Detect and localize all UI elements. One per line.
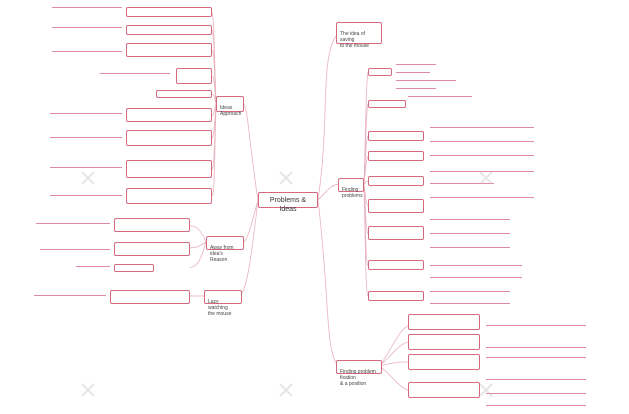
leaf-line: [396, 60, 436, 65]
leaf-line: [430, 134, 534, 142]
leaf-line: [76, 262, 110, 267]
leaf-line: [486, 318, 586, 326]
sub-node[interactable]: [114, 218, 190, 232]
leaf-line: [50, 182, 122, 196]
x-logo-icon: [279, 171, 293, 185]
sub-node[interactable]: [368, 68, 392, 76]
sub-node[interactable]: [126, 160, 212, 178]
leaf-line: [52, 2, 122, 8]
sub-node[interactable]: [368, 176, 424, 186]
leaf-line: [396, 84, 436, 89]
sub-node[interactable]: [176, 68, 212, 84]
leaf-line: [430, 296, 510, 304]
sub-node[interactable]: [368, 291, 424, 301]
sub-node[interactable]: [368, 100, 406, 108]
x-logo-icon: [81, 171, 95, 185]
sub-node[interactable]: [114, 264, 154, 272]
leaf-line: [40, 238, 110, 250]
root-node[interactable]: Problems & Ideas: [258, 192, 318, 213]
sub-node[interactable]: [126, 7, 212, 17]
x-logo-icon: [479, 171, 493, 185]
sub-node[interactable]: [368, 131, 424, 141]
branch-ideas-approach-label: Ideas Approach: [220, 105, 242, 117]
sub-node[interactable]: [408, 354, 480, 370]
leaf-line: [50, 124, 122, 138]
sub-node[interactable]: [368, 199, 424, 213]
branch-away-reason[interactable]: Away from idea's Reason: [206, 236, 244, 263]
sub-node[interactable]: [408, 334, 480, 350]
branch-finding-problems-label: Finding problems: [342, 187, 363, 199]
sub-node[interactable]: [126, 188, 212, 204]
root-label: Problems & Ideas: [269, 197, 307, 213]
leaf-line: [52, 40, 122, 52]
sub-node[interactable]: [368, 260, 424, 270]
branch-away-reason-label: Away from idea's Reason: [210, 245, 234, 263]
leaf-line: [486, 398, 586, 406]
leaf-line: [486, 372, 586, 380]
x-logo-icon: [479, 383, 493, 397]
leaf-line: [430, 178, 494, 184]
leaf-line: [408, 92, 472, 97]
leaf-line: [34, 282, 106, 296]
sub-node[interactable]: [156, 90, 212, 98]
leaf-line: [486, 350, 586, 358]
leaf-line: [36, 212, 110, 224]
branch-saving-mouse[interactable]: The idea of saving to the mouse: [336, 22, 382, 49]
leaf-line: [486, 386, 586, 394]
leaf-line: [430, 118, 534, 128]
sub-node[interactable]: [114, 242, 190, 256]
leaf-line: [100, 66, 170, 74]
leaf-line: [486, 340, 586, 348]
branch-problem-fixation[interactable]: Finding problem fixation & a position: [336, 360, 382, 387]
leaf-line: [396, 68, 430, 73]
leaf-line: [52, 20, 122, 28]
branch-problem-fixation-label: Finding problem fixation & a position: [340, 369, 376, 387]
sub-node[interactable]: [110, 290, 190, 304]
leaf-line: [430, 212, 510, 220]
branch-lazy-watching-label: Lazy watching the mouse: [208, 299, 232, 317]
leaf-line: [430, 190, 534, 198]
x-logo-icon: [279, 383, 293, 397]
leaf-line: [430, 240, 510, 248]
sub-node[interactable]: [368, 151, 424, 161]
leaf-line: [50, 102, 122, 114]
sub-node[interactable]: [126, 130, 212, 146]
sub-node[interactable]: [368, 226, 424, 240]
sub-node[interactable]: [408, 314, 480, 330]
leaf-line: [430, 148, 534, 156]
sub-node[interactable]: [408, 382, 480, 398]
sub-node[interactable]: [126, 108, 212, 122]
leaf-line: [430, 226, 510, 234]
branch-ideas-approach[interactable]: Ideas Approach: [216, 96, 244, 117]
leaf-line: [396, 76, 456, 81]
sub-node[interactable]: [126, 25, 212, 35]
x-logo-icon: [81, 383, 95, 397]
sub-node[interactable]: [126, 43, 212, 57]
leaf-line: [430, 258, 522, 266]
leaf-line: [50, 154, 122, 168]
branch-finding-problems[interactable]: Finding problems: [338, 178, 364, 199]
branch-lazy-watching[interactable]: Lazy watching the mouse: [204, 290, 242, 317]
leaf-line: [430, 270, 522, 278]
branch-saving-mouse-label: The idea of saving to the mouse: [340, 31, 369, 49]
leaf-line: [430, 284, 510, 292]
leaf-line: [430, 164, 534, 172]
